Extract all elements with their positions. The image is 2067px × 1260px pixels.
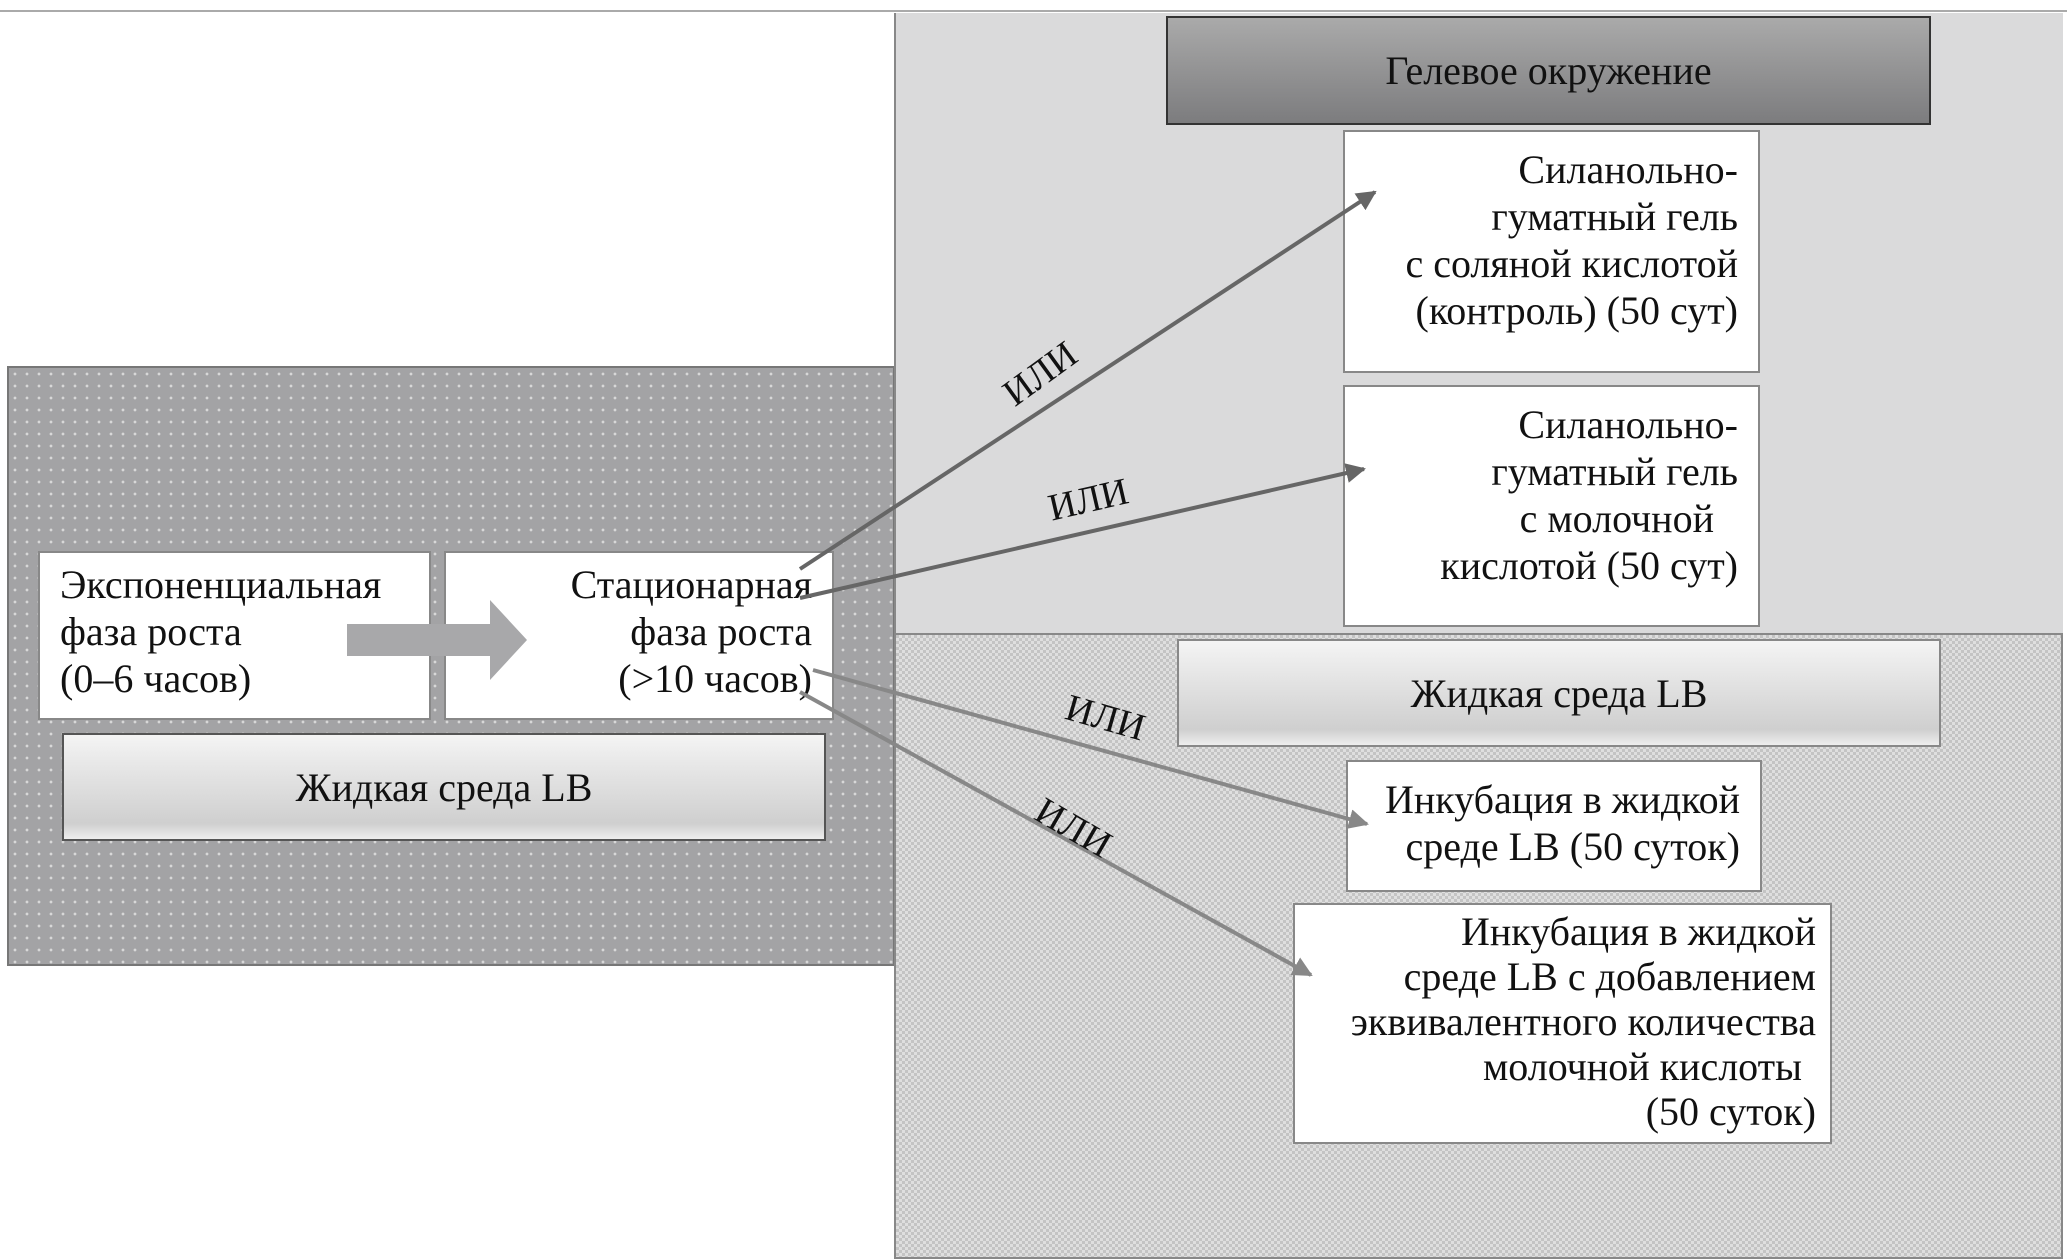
line: с соляной кислотой bbox=[1405, 241, 1738, 286]
line: кислотой (50 сут) bbox=[1440, 543, 1738, 588]
line: Силанольно- bbox=[1518, 147, 1738, 192]
line: (>10 часов) bbox=[618, 656, 812, 701]
line: молочной кислоты bbox=[1482, 1044, 1802, 1089]
line: Инкубация в жидкой bbox=[1460, 909, 1816, 954]
line: Инкубация в жидкой bbox=[1384, 777, 1740, 822]
line: эквивалентного количества bbox=[1350, 999, 1816, 1044]
line: Стационарная bbox=[570, 562, 812, 607]
line: (контроль) (50 сут) bbox=[1415, 288, 1738, 333]
line: с молочной bbox=[1519, 496, 1714, 541]
liquid-lactic-box: Инкубация в жидкой среде LB с добавление… bbox=[1293, 903, 1832, 1144]
liquid-header: Жидкая среда LB bbox=[1177, 639, 1941, 747]
line: фаза роста bbox=[630, 609, 812, 654]
medium-text: Жидкая среда LB bbox=[295, 764, 593, 810]
gel-header-text: Гелевое окружение bbox=[1385, 48, 1712, 93]
line: Силанольно- bbox=[1518, 402, 1738, 447]
arrow-to-gel-hcl bbox=[798, 190, 1377, 571]
line: фаза роста bbox=[60, 609, 242, 654]
top-rule bbox=[0, 10, 2067, 12]
line: среде LB (50 суток) bbox=[1405, 824, 1740, 869]
arrow-to-liquid-lactic bbox=[799, 690, 1313, 977]
left-medium-label: Жидкая среда LB bbox=[62, 733, 826, 841]
gel-header: Гелевое окружение bbox=[1166, 16, 1931, 125]
line: среде LB с добавлением bbox=[1403, 954, 1816, 999]
line: (0–6 часов) bbox=[60, 656, 252, 701]
arrow-to-gel-lactic bbox=[799, 463, 1366, 600]
line: гуматный гель bbox=[1491, 194, 1738, 239]
gel-hcl-box: Силанольно- гуматный гель с соляной кисл… bbox=[1343, 130, 1760, 373]
gel-lactic-box: Силанольно- гуматный гель с молочной кис… bbox=[1343, 385, 1760, 627]
line: гуматный гель bbox=[1491, 449, 1738, 494]
line: Экспоненциальная bbox=[60, 562, 382, 607]
liquid-header-text: Жидкая среда LB bbox=[1410, 670, 1708, 716]
exponential-phase-box: Экспоненциальная фаза роста (0–6 часов) bbox=[38, 551, 431, 720]
liquid-lb-box: Инкубация в жидкой среде LB (50 суток) bbox=[1346, 760, 1762, 892]
liquid-culture-panel bbox=[7, 366, 895, 966]
arrow-to-liquid-lb bbox=[812, 668, 1369, 829]
phase-transition-arrow bbox=[347, 600, 527, 680]
line: (50 суток) bbox=[1645, 1089, 1816, 1134]
